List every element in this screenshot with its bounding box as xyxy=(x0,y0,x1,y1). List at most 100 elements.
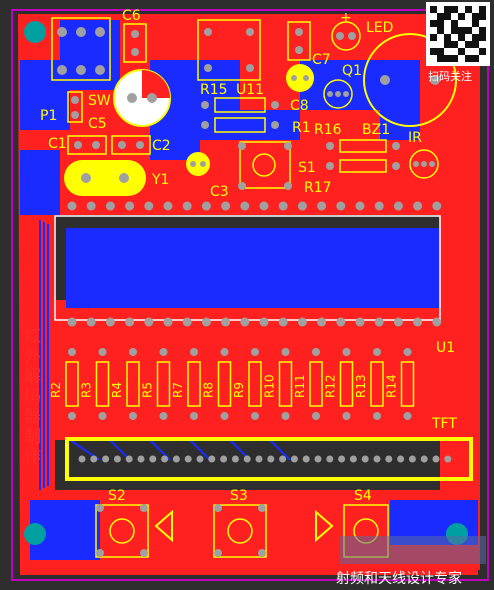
u1-pin-top xyxy=(317,201,327,211)
label-r17: R17 xyxy=(304,180,332,196)
u1-pin-top xyxy=(393,201,403,211)
tft-pin xyxy=(161,455,169,463)
resistor-r15 xyxy=(214,97,266,113)
label-q1: Q1 xyxy=(342,63,362,79)
u1-pin-bottom xyxy=(432,317,442,327)
tft-connector-highlight xyxy=(65,437,473,481)
resistor-body xyxy=(370,361,384,407)
label-sw: SW xyxy=(88,93,111,109)
tft-pin xyxy=(314,455,322,463)
resistor-label: R11 xyxy=(293,374,307,398)
resistor-body xyxy=(217,361,232,407)
qr-module xyxy=(451,55,458,62)
resistor-label: R3 xyxy=(80,382,94,398)
qr-caption: 扫码关注 xyxy=(428,69,472,83)
qr-module xyxy=(444,34,451,41)
resistor-u11 xyxy=(214,117,266,133)
qr-module xyxy=(465,6,472,13)
qr-code-watermark: 扫码关注 xyxy=(426,2,490,83)
tft-pin xyxy=(432,455,440,463)
u1-pin-bottom xyxy=(297,317,307,327)
label-bz1: BZ1 xyxy=(362,122,390,138)
resistor-pad xyxy=(68,412,76,420)
label-c2: C2 xyxy=(152,138,171,154)
u1-pin-bottom xyxy=(278,317,288,327)
title-char: 解 xyxy=(24,367,41,387)
u1-pin-bottom xyxy=(317,317,327,327)
u1-pin-bottom xyxy=(163,317,173,327)
u1-pin-bottom xyxy=(86,317,96,327)
resistor-pad xyxy=(373,348,381,356)
qr-module xyxy=(437,20,444,27)
tft-pin xyxy=(326,455,334,463)
u1-pin-bottom xyxy=(259,317,269,327)
label-c8: C8 xyxy=(290,98,309,114)
tft-pin xyxy=(302,455,310,463)
qr-module xyxy=(479,6,486,13)
ic-u11-top xyxy=(197,19,261,81)
switch-s2 xyxy=(95,504,149,558)
u1-pin-top xyxy=(201,201,211,211)
label-u11: U11 xyxy=(236,82,264,98)
qr-module xyxy=(430,6,437,13)
resistor-label: R13 xyxy=(354,374,368,398)
resistor-pad xyxy=(251,348,259,356)
resistor-pad xyxy=(190,348,198,356)
watermark-badge xyxy=(340,536,486,564)
tft-pin xyxy=(361,455,369,463)
tft-pin xyxy=(408,455,416,463)
resistor-pad xyxy=(98,412,107,420)
resistor-pad xyxy=(312,412,320,420)
switch-s1 xyxy=(239,141,291,189)
qr-module xyxy=(472,55,479,62)
title-char: 码 xyxy=(24,387,41,407)
qr-module xyxy=(451,27,458,34)
crystal-y1 xyxy=(64,160,146,196)
u1-pin-top xyxy=(86,201,96,211)
u1-pin-top xyxy=(105,201,115,211)
u1-pin-top xyxy=(182,201,192,211)
title-char: 红 xyxy=(24,327,41,347)
resistor-body xyxy=(187,361,201,407)
u1-pin-bottom xyxy=(201,317,211,327)
tft-pin xyxy=(290,455,298,463)
cap-c8-body xyxy=(286,64,314,92)
tft-pin xyxy=(113,455,121,463)
u1-pin-top xyxy=(336,201,346,211)
tft-pin xyxy=(184,455,192,463)
label-y1: Y1 xyxy=(151,172,169,188)
resistor-body xyxy=(400,361,415,407)
qr-module xyxy=(458,27,465,34)
label-tft: TFT xyxy=(431,416,457,432)
resistor-label: R7 xyxy=(171,382,185,398)
u1-pin-top xyxy=(374,201,384,211)
qr-module xyxy=(479,48,486,55)
resistor-body xyxy=(126,361,140,407)
switch-s3 xyxy=(213,504,267,558)
tft-pin xyxy=(243,455,251,463)
resistor-pad xyxy=(98,348,107,356)
u1-pin-top xyxy=(240,201,250,211)
resistor-body xyxy=(248,361,262,407)
resistor-pad xyxy=(281,348,290,356)
tft-pin xyxy=(444,455,452,463)
label-s4: S4 xyxy=(354,488,372,504)
resistor-pad xyxy=(220,412,229,420)
qr-module xyxy=(451,20,458,27)
u1-pin-top xyxy=(144,201,154,211)
resistor-pad xyxy=(281,412,290,420)
resistor-pad xyxy=(68,348,76,356)
resistor-label: R12 xyxy=(324,374,338,398)
tft-pin xyxy=(208,455,216,463)
label-c7: C7 xyxy=(312,52,331,68)
resistor-body xyxy=(339,361,354,407)
tft-connector-pins xyxy=(78,455,452,463)
label-r15: R15 xyxy=(200,82,228,98)
left-arrow-icon xyxy=(154,509,173,543)
u1-pin-bottom xyxy=(336,317,346,327)
qr-module xyxy=(479,13,486,20)
resistor-r17 xyxy=(339,159,387,173)
tft-pin xyxy=(279,455,287,463)
label-p1: P1 xyxy=(40,108,57,124)
